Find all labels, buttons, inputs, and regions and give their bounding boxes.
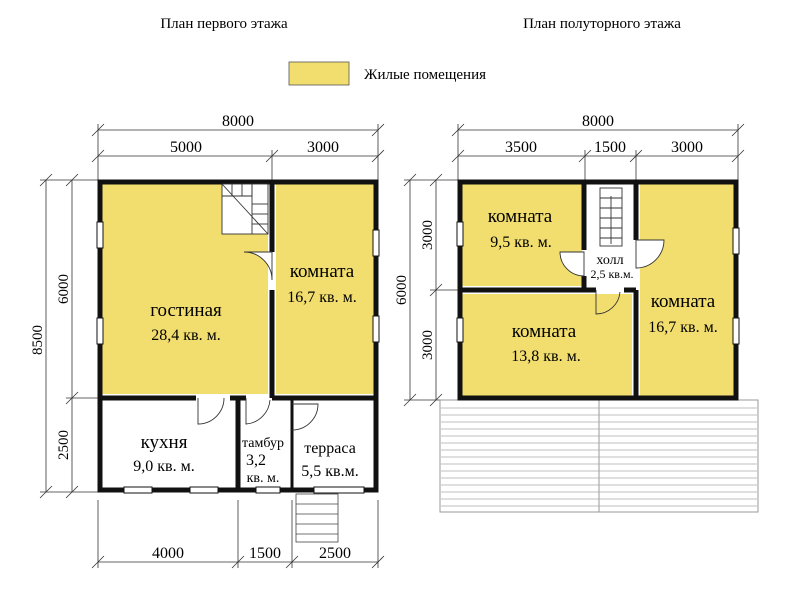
ff-entry-steps <box>295 493 339 543</box>
ff-dim-lower-depth: 2500 <box>56 430 72 460</box>
sf-dim-lower-depth: 3000 <box>420 330 436 360</box>
sf-room-a-name: комната <box>488 206 553 227</box>
ff-left-dimensions <box>39 173 98 499</box>
living-room-name: гостиная <box>150 300 222 321</box>
ff-stairs <box>221 183 269 235</box>
terrace-size: 5,5 кв.м. <box>301 463 358 480</box>
first-floor-plan: 8000 5000 3000 8500 6000 2500 <box>30 113 385 569</box>
sf-dim-upper-depth: 3000 <box>420 220 436 250</box>
terrace-name: терраса <box>304 440 356 457</box>
sf-room-a-size: 9,5 кв. м. <box>490 234 551 251</box>
legend-swatch <box>288 61 350 86</box>
hall-name: холл <box>596 253 623 268</box>
sf-dim-left-width: 3500 <box>505 139 537 156</box>
sf-walls <box>457 179 739 401</box>
sf-roof-deck <box>439 399 759 513</box>
ff-windows <box>96 221 380 494</box>
ff-doors <box>197 251 319 431</box>
sf-windows <box>456 221 740 345</box>
sf-stairs <box>599 187 623 247</box>
vestibule-size: 3,2 <box>246 452 266 469</box>
ff-dim-kitchen-width: 4000 <box>152 545 184 562</box>
room-size: 16,7 кв. м. <box>287 289 356 306</box>
first-floor-title: План первого этажа <box>160 16 288 32</box>
sf-dim-hall-width: 1500 <box>594 139 626 156</box>
sf-room-c-size: 13,8 кв. м. <box>511 348 580 365</box>
kitchen-size: 9,0 кв. м. <box>133 458 194 475</box>
ff-dim-total-depth: 8500 <box>30 325 46 355</box>
sf-dim-right-width: 3000 <box>671 139 703 156</box>
sf-left-dimensions <box>403 173 458 407</box>
ff-dim-left-width: 5000 <box>170 139 202 156</box>
ff-bottom-dimensions <box>91 500 385 569</box>
sf-room-b-area <box>640 184 734 396</box>
sf-room-b-name: комната <box>651 291 716 312</box>
ff-top-dimensions <box>91 123 385 180</box>
vestibule-size-unit: кв. м. <box>247 471 280 486</box>
sf-room-a-area <box>462 184 582 286</box>
sf-dim-total-width: 8000 <box>582 113 614 130</box>
ff-dim-total-width: 8000 <box>222 113 254 130</box>
room-area <box>276 184 374 394</box>
ff-dim-upper-depth: 6000 <box>56 274 72 304</box>
ff-dim-right-width: 3000 <box>307 139 339 156</box>
hall-size: 2,5 кв.м. <box>590 267 633 281</box>
room-name: комната <box>290 261 355 282</box>
sf-dim-total-depth: 6000 <box>394 275 410 305</box>
kitchen-name: кухня <box>141 432 188 453</box>
living-room-size: 28,4 кв. м. <box>151 327 220 344</box>
legend-label: Жилые помещения <box>364 67 486 83</box>
second-floor-title: План полуторного этажа <box>523 16 681 32</box>
ff-dim-terrace-width: 2500 <box>319 545 351 562</box>
sf-top-dimensions <box>451 123 745 180</box>
sf-room-c-area <box>462 294 632 396</box>
sf-room-b-size: 16,7 кв. м. <box>648 319 717 336</box>
ff-dim-vestibule-width: 1500 <box>249 545 281 562</box>
vestibule-name: тамбур <box>242 436 284 451</box>
sf-room-c-name: комната <box>512 321 577 342</box>
second-floor-plan: 8000 3500 1500 3000 6000 3000 3000 <box>394 113 759 513</box>
sf-doors <box>559 239 665 315</box>
